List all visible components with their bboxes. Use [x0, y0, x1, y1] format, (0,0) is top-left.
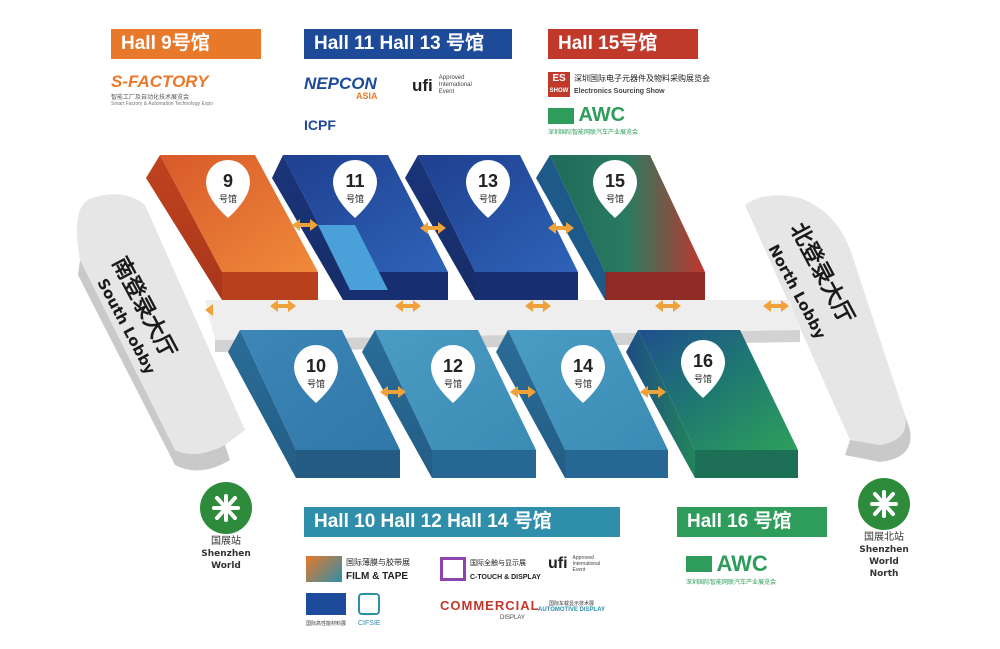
station-south: 国展站 Shenzhen World: [201, 536, 251, 571]
cifsie-logo: CIFSIE: [358, 593, 381, 627]
nepcon-logo: NEPCON ASIA: [304, 74, 378, 101]
hall-10-number: 10: [306, 356, 326, 376]
hall-13-suffix: 号馆: [479, 193, 497, 204]
hall-12-number: 12: [443, 356, 463, 376]
north-lobby: [745, 195, 911, 462]
metro-icon-north: [858, 478, 910, 530]
film-tape-logo: 国际薄膜与胶带展 FILM & TAPE: [306, 555, 410, 583]
hall-14-pin: [561, 345, 605, 403]
hall-11-suffix: 号馆: [346, 193, 364, 204]
hall-16-block[interactable]: [626, 330, 798, 478]
header-hall-15: Hall 15号馆: [548, 29, 698, 59]
hall-16-number: 16: [693, 351, 713, 371]
sfactory-logo: S-FACTORY 智能工厂及自动化技术展览会 Smart Factory & …: [111, 72, 213, 107]
hall-14-number: 14: [573, 356, 593, 376]
commercial-display-logo: COMMERCIAL DISPLAY: [440, 598, 540, 621]
header-hall-16: Hall 16 号馆: [677, 507, 827, 537]
hall-11-pin: [333, 160, 377, 218]
c-touch-logo: 国际全触与显示展 C-TOUCH & DISPLAY: [440, 555, 541, 583]
hall-9-number: 9: [223, 171, 233, 191]
hall-13-number: 13: [478, 171, 498, 191]
header-hall-10-12-14: Hall 10 Hall 12 Hall 14 号馆: [304, 507, 620, 537]
south-lobby: [76, 194, 245, 471]
hall-9-suffix: 号馆: [219, 193, 237, 204]
metro-icon-south: [200, 482, 252, 534]
hall-16-suffix: 号馆: [694, 373, 712, 384]
hall-11-number: 11: [345, 171, 364, 191]
automotive-display-logo: 国际车载显示技术展 AUTOMOTIVE DISPLAY: [538, 601, 606, 613]
hdcf-logo: 国际高性能材料展: [306, 593, 346, 627]
hall-16-pin: [681, 340, 725, 398]
awc-logo-top: AWC 深圳国际智能网联汽车产业展览会: [548, 104, 639, 136]
hall-13-pin: [466, 160, 510, 218]
hall-14-suffix: 号馆: [574, 378, 592, 389]
connector-arrows: [205, 219, 789, 398]
hall-15-number: 15: [605, 171, 625, 191]
hall-9-block[interactable]: [146, 155, 318, 300]
hall-10-pin: [294, 345, 338, 403]
awc-logo-bottom: AWC 深圳国际智能网联汽车产业展览会: [686, 551, 777, 586]
hall-15-suffix: 号馆: [606, 193, 624, 204]
station-north: 国展北站 Shenzhen World North: [859, 532, 909, 579]
icpf-logo: ICPF: [304, 117, 336, 133]
hall-15-pin: [593, 160, 637, 218]
hall-9-pin: [206, 160, 250, 218]
hall-11-block[interactable]: [272, 155, 448, 300]
hall-12-suffix: 号馆: [444, 378, 462, 389]
header-hall-11-13: Hall 11 Hall 13 号馆: [304, 29, 512, 59]
hall-12-pin: [431, 345, 475, 403]
header-hall-9: Hall 9号馆: [111, 29, 261, 59]
hall-10-suffix: 号馆: [307, 378, 325, 389]
